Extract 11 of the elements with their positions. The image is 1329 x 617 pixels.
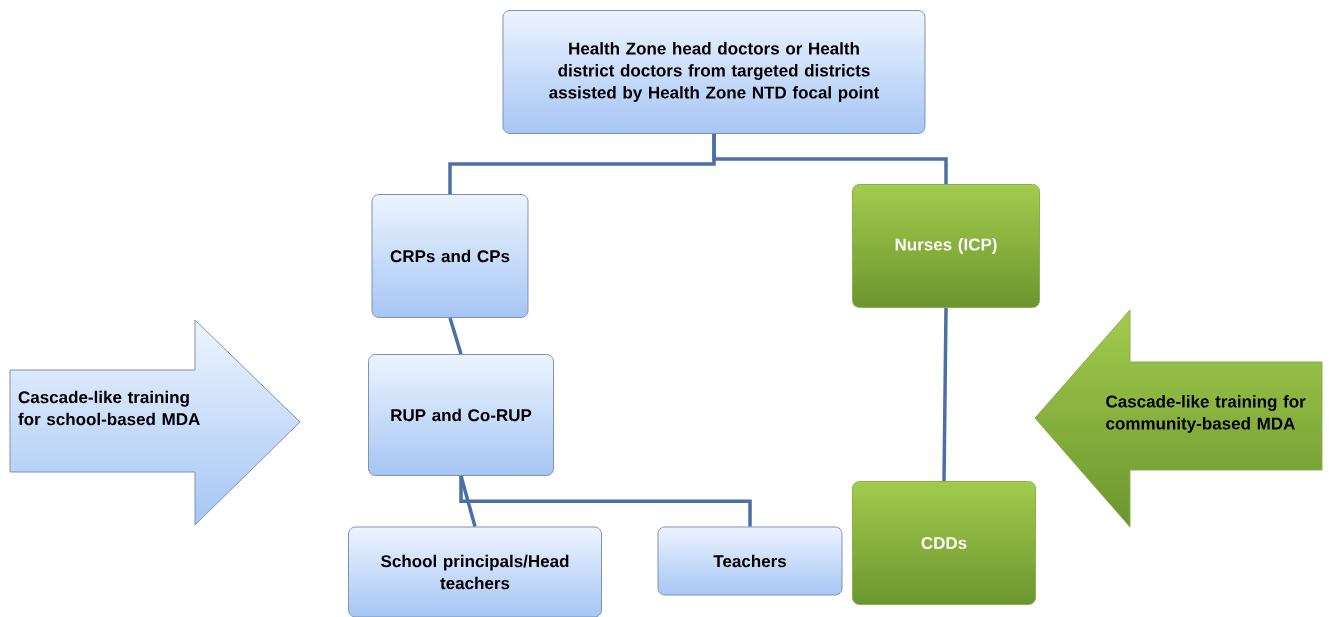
process-box: School principals/Head teachers <box>348 526 602 617</box>
process-box: CDDs <box>852 481 1036 605</box>
process-box: CRPs and CPs <box>371 194 529 318</box>
process-box: RUP and Co-RUP <box>368 354 554 476</box>
process-box: Nurses (ICP) <box>852 184 1040 308</box>
connector-line <box>448 317 463 355</box>
process-box: Teachers <box>657 526 843 596</box>
connector-line <box>459 476 752 527</box>
connector-line <box>712 134 948 184</box>
process-box: Health Zone head doctors or Health district doctors from targeted districts assisted by Health Zone NTD focal point <box>502 10 926 134</box>
connector-line <box>942 307 948 481</box>
